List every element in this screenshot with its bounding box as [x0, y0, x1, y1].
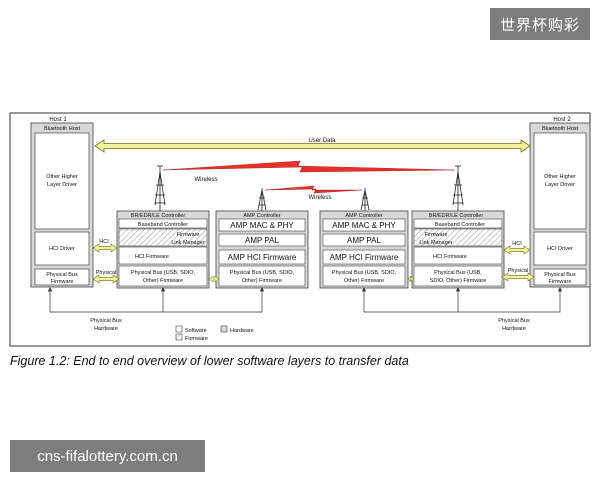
host2-title: Host 2 — [553, 117, 571, 123]
phys-hw-connector-right — [361, 287, 563, 313]
br-right-pb-line1: Physical Bus (USB, — [434, 270, 482, 276]
br-left-title: BR/EDR/LE Controller — [131, 213, 186, 219]
host1-title: Host 1 — [49, 117, 67, 123]
host2-pb-fw-line1: Physical Bus — [544, 272, 576, 278]
phys-hw-connector-left — [47, 287, 265, 313]
legend-hardware-swatch — [220, 325, 228, 333]
host2: Host 2 Bluetooth Host Other Higher Layer… — [529, 117, 591, 288]
host1-higher-layer-box — [34, 132, 90, 230]
host2-pb-fw-line2: Firmware — [549, 279, 572, 285]
phys-hw-left-line2: Hardware — [94, 326, 118, 332]
host1-hci-driver: HCI Driver — [49, 246, 75, 252]
br-left-fw-link-line2: Link Manager — [171, 240, 204, 246]
amp-right-title: AMP Controller — [345, 213, 382, 219]
legend-firmware-swatch — [175, 333, 183, 341]
amp-left-hci-fw: AMP HCI Firmware — [228, 253, 297, 262]
legend-firmware: Firmware — [185, 336, 208, 342]
br-right-title: BR/EDR/LE Controller — [429, 213, 484, 219]
legend-hardware: Hardware — [230, 328, 254, 334]
host1: Host 1 Bluetooth Host Other Higher Layer… — [30, 117, 94, 288]
wireless-bolt-br: Wireless — [162, 160, 456, 183]
phys-hw-right-line1: Physical Bus — [498, 318, 530, 324]
host1-hci-driver-box — [34, 231, 90, 266]
amp-left-pal: AMP PAL — [245, 236, 279, 245]
physical-arrow-mid-right — [407, 275, 415, 283]
phys-hw-right-line2: Hardware — [502, 326, 526, 332]
watermark-top-right: 世界杯购彩 — [490, 8, 590, 40]
user-data-label: User Data — [308, 138, 336, 144]
br-controller-right: BR/EDR/LE Controller Baseband Controller… — [411, 210, 505, 289]
host1-pb-fw-line1: Physical Bus — [46, 272, 78, 278]
host1-higher-line1: Other Higher — [46, 174, 78, 180]
host2-higher-line2: Layer Driver — [545, 182, 575, 188]
hci-right-label: HCI — [512, 241, 522, 247]
watermark-bottom-left: cns-fifalottery.com.cn — [10, 440, 205, 472]
host2-hci-driver-box — [533, 231, 587, 266]
br-right-fw-link-line2: Link Manager — [419, 240, 452, 246]
legend-software: Software — [185, 328, 207, 334]
br-right-baseband: Baseband Controller — [435, 222, 485, 228]
wireless-label-br: Wireless — [194, 177, 217, 183]
host1-pb-fw-line2: Firmware — [51, 279, 74, 285]
host2-bt-host: Bluetooth Host — [542, 126, 579, 132]
hci-arrow-left: HCI — [92, 239, 118, 253]
br-controller-left: BR/EDR/LE Controller Baseband Controller… — [116, 210, 210, 289]
br-left-fw-link-line1: Firmware — [177, 232, 200, 238]
amp-right-pb-line2: Other) Firmware — [344, 278, 384, 284]
hci-arrow-right: HCI — [503, 241, 531, 255]
hci-left-label: HCI — [99, 239, 109, 245]
physical-right-label: Physical — [508, 268, 528, 274]
figure-caption: Figure 1.2: End to end overview of lower… — [10, 354, 409, 368]
user-data-arrow: User Data — [94, 138, 531, 153]
br-left-baseband: Baseband Controller — [138, 222, 188, 228]
amp-left-pb-line2: Other) Firmware — [242, 278, 282, 284]
host2-hci-driver: HCI Driver — [547, 246, 573, 252]
amp-right-hci-fw: AMP HCI Firmware — [330, 253, 399, 262]
physical-arrow-mid-left — [208, 275, 220, 283]
physical-arrow-left: Physical — [92, 270, 120, 284]
physical-arrow-right: Physical — [501, 268, 535, 282]
physical-left-label: Physical — [96, 270, 116, 276]
wireless-label-amp: Wireless — [308, 195, 331, 201]
host1-higher-line2: Layer Driver — [47, 182, 77, 188]
amp-right-mac-phy: AMP MAC & PHY — [332, 221, 396, 230]
amp-left-title: AMP Controller — [243, 213, 280, 219]
amp-left-pb-line1: Physical Bus (USB, SDIO, — [230, 270, 295, 276]
br-left-hci-fw: HCI Firmware — [135, 254, 169, 260]
amp-controller-left: AMP Controller AMP MAC & PHY AMP PAL AMP… — [215, 210, 309, 289]
br-right-pb-line2: SDIO, Other) Firmware — [430, 278, 487, 284]
amp-right-pb-line1: Physical Bus (USB, SDIO, — [332, 270, 397, 276]
phys-hw-left-line1: Physical Bus — [90, 318, 122, 324]
amp-controller-right: AMP Controller AMP MAC & PHY AMP PAL AMP… — [319, 210, 409, 289]
host2-higher-layer-box — [533, 132, 587, 230]
host1-bt-host: Bluetooth Host — [44, 126, 81, 132]
antenna-amp-right — [360, 188, 370, 211]
br-left-pb-line2: Other) Firmware — [143, 278, 183, 284]
legend: Software Firmware Hardware — [175, 325, 254, 342]
legend-software-swatch — [175, 325, 183, 333]
br-right-hci-fw: HCI Firmware — [433, 254, 467, 260]
host2-higher-line1: Other Higher — [544, 174, 576, 180]
br-right-fw-link-line1: Firmware — [425, 232, 448, 238]
amp-left-mac-phy: AMP MAC & PHY — [230, 221, 294, 230]
antenna-br-left — [154, 165, 166, 211]
antenna-br-right — [452, 165, 464, 211]
host1-pb-firmware-box — [34, 268, 90, 286]
antenna-amp-left — [257, 188, 267, 211]
amp-right-pal: AMP PAL — [347, 236, 381, 245]
wireless-bolt-amp: Wireless — [264, 185, 363, 201]
br-left-pb-line1: Physical Bus (USB, SDIO, — [131, 270, 196, 276]
